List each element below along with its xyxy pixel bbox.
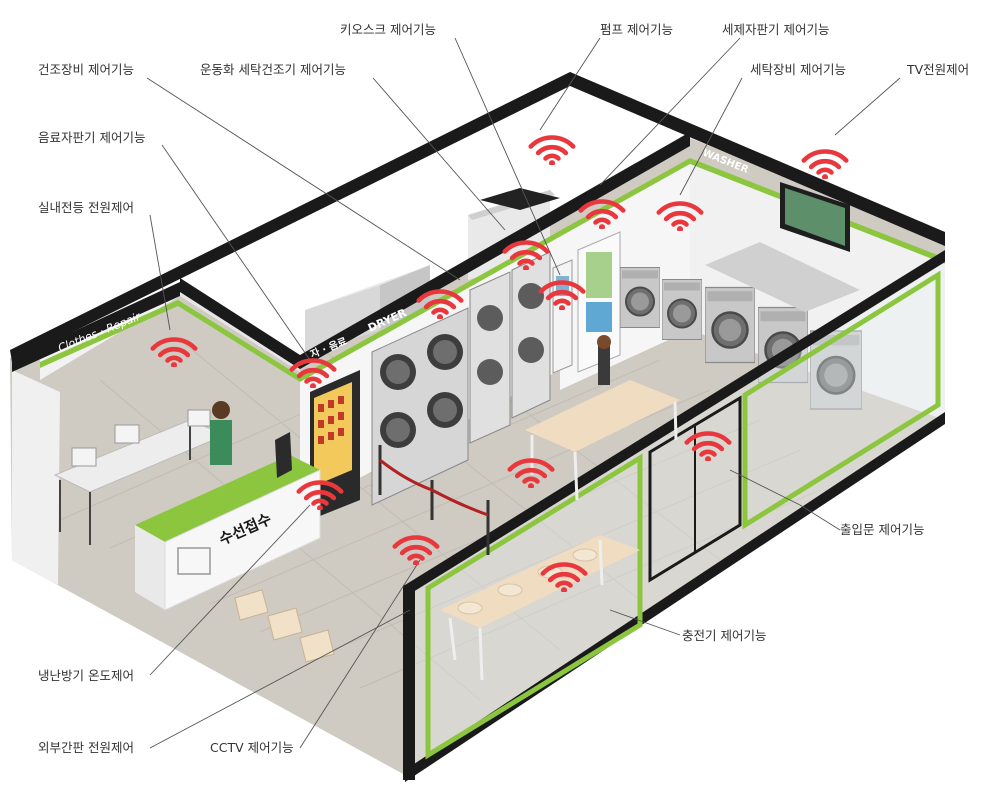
callout-charger: 충전기 제어기능 xyxy=(682,628,767,643)
callout-cctv: CCTV 제어기능 xyxy=(210,740,294,755)
callout-sneaker-wash-dry: 운동화 세탁건조기 제어기능 xyxy=(200,62,346,77)
callout-entrance-door: 출입문 제어기능 xyxy=(840,522,925,537)
callout-beverage-vending: 음료자판기 제어기능 xyxy=(38,130,146,145)
callout-pump: 펌프 제어기능 xyxy=(600,22,673,37)
callout-dryer-equipment: 건조장비 제어기능 xyxy=(38,62,134,77)
callout-tv-power: TV전원제어 xyxy=(907,62,970,77)
callout-laundry-equipment: 세탁장비 제어기능 xyxy=(750,62,846,77)
callout-indoor-light-power: 실내전등 전원제어 xyxy=(38,200,134,215)
callout-exterior-sign-power: 외부간판 전원제어 xyxy=(38,740,134,755)
callout-hvac-temperature: 냉난방기 온도제어 xyxy=(38,668,134,683)
callout-kiosk: 키오스크 제어기능 xyxy=(340,22,436,37)
callout-detergent-vending: 세제자판기 제어기능 xyxy=(722,22,830,37)
